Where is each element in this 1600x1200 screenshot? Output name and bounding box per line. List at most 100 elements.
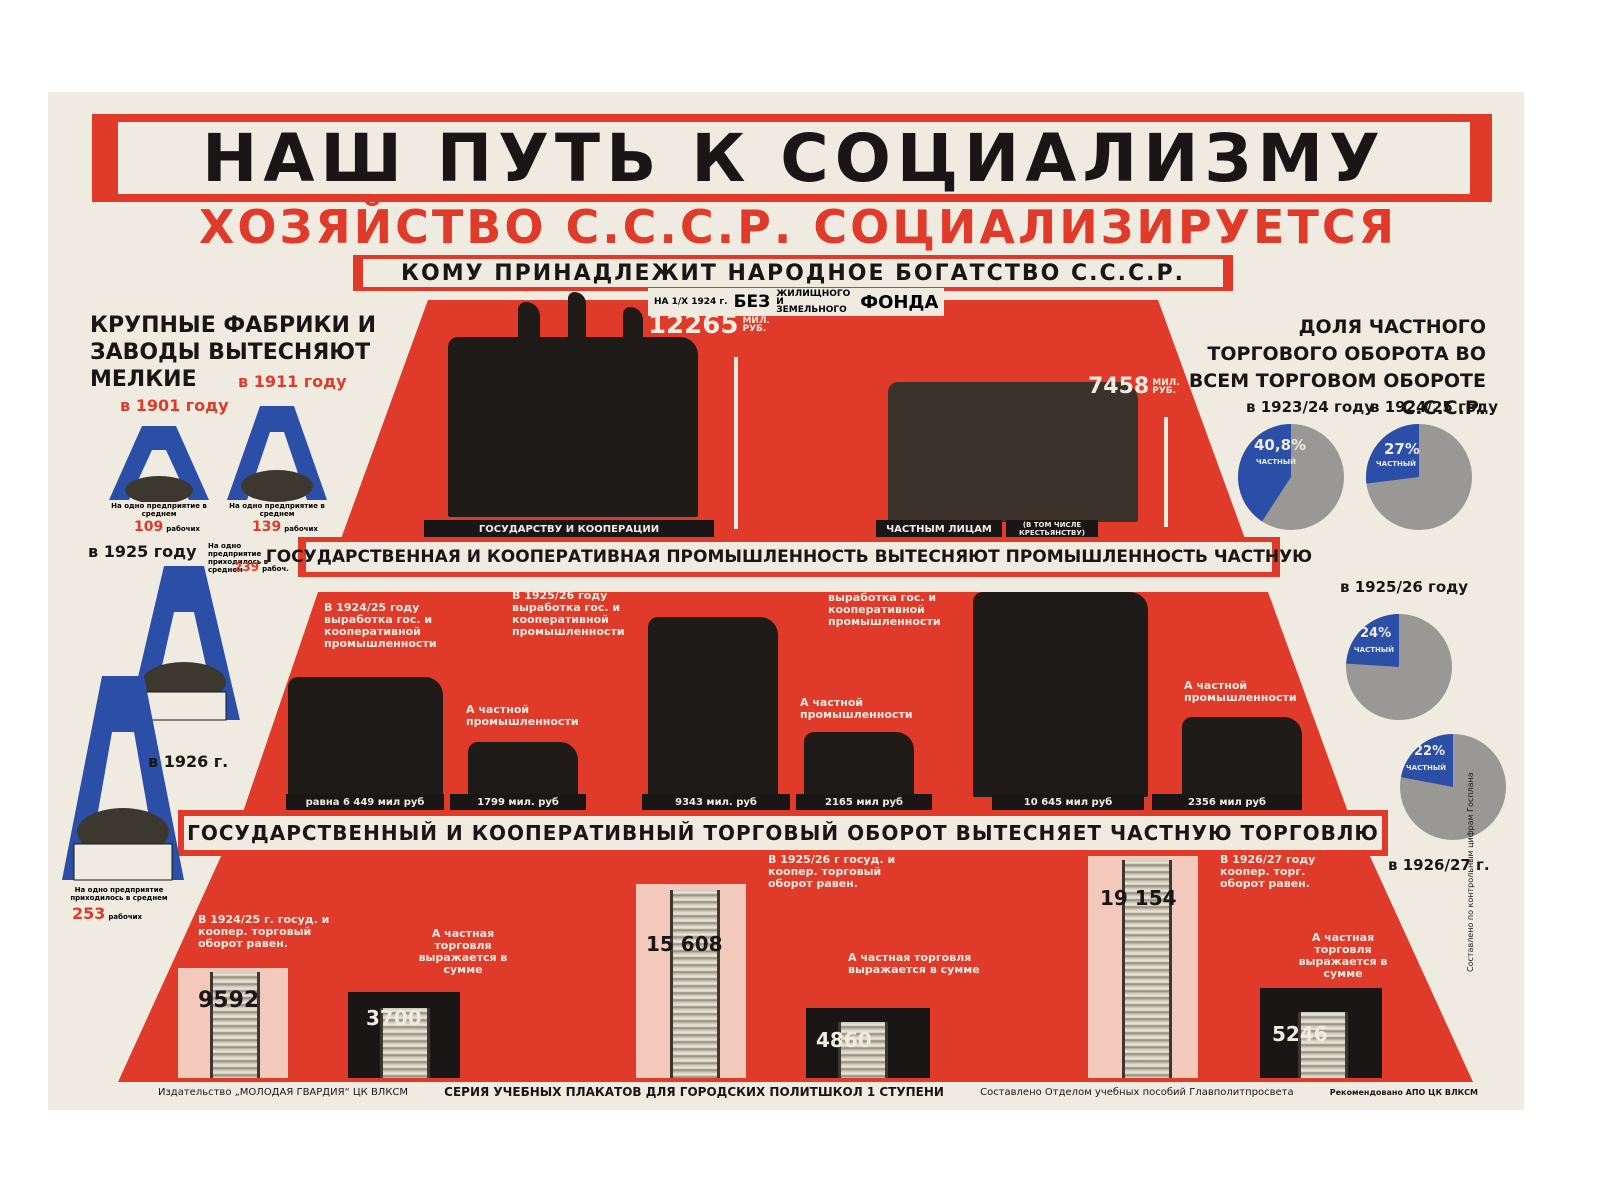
pie-slice-1924: [1366, 424, 1419, 484]
factory-value-row-1901: 109 рабочих: [134, 519, 200, 535]
industry-value-1: равна 6 449 мил руб: [286, 794, 444, 810]
trade-private-caption-3: А частная торговля выражается в сумме: [1298, 931, 1388, 980]
factory-1911-image: [227, 406, 327, 502]
footer-compiled: Составлено Отделом учебных пособий Главп…: [980, 1086, 1294, 1098]
industry-value-2: 1799 мил. руб: [450, 794, 586, 810]
wealth-without: БЕЗ: [733, 292, 771, 312]
trade-value-private-1926: 5246: [1272, 1022, 1328, 1046]
title-panel: НАШ ПУТЬ К СОЦИАЛИЗМУ: [118, 120, 1470, 197]
wealth-date: НА 1/X 1924 г.: [654, 297, 728, 307]
share-value-1925: 24%: [1360, 626, 1392, 641]
chimney-image: [623, 307, 643, 362]
private-wealth-number: 7458: [1088, 374, 1150, 399]
factory-year-1911: в 1911 году: [238, 372, 347, 391]
trade-value-1925: 15 608: [646, 932, 723, 956]
wealth-fund: ФОНДА: [860, 291, 939, 313]
factories-heading: КРУПНЫЕ ФАБРИКИ И ЗАВОДЫ ВЫТЕСНЯЮТ МЕЛКИ…: [90, 313, 376, 392]
industry-private-caption-3: А частной промышленности: [1184, 679, 1297, 704]
factory-unit-1926: рабочих: [108, 913, 143, 921]
trade-value-private-1924: 3700: [366, 1006, 422, 1030]
private-wealth-arrow: [1164, 417, 1168, 527]
factory-year-1901: в 1901 году: [120, 396, 229, 415]
factory-value-row-1911: 139 рабочих: [252, 519, 318, 535]
share-label-1926: ЧАСТНЫЙ: [1406, 764, 1446, 772]
state-factory-image: [448, 337, 698, 517]
factory-value-row-1926: 253 рабочих: [72, 904, 142, 923]
trade-value-1926: 19 154: [1100, 886, 1177, 910]
industry-heading: ГОСУДАРСТВЕННАЯ И КООПЕРАТИВНАЯ ПРОМЫШЛЕ…: [266, 542, 1312, 572]
trade-caption-1926: В 1926/27 году коопер. торг. оборот раве…: [1220, 853, 1316, 890]
private-industry-machines-1924: [468, 742, 578, 797]
pie-slice-1923: [1238, 424, 1291, 522]
footer: Издательство „МОЛОДАЯ ГВАРДИЯ“ ЦК ВЛКСМ …: [158, 1082, 1478, 1102]
private-wealth-note: (В ТОМ ЧИСЛЕ КРЕСТЬЯНСТВУ): [1006, 520, 1098, 538]
share-year-1923: в 1923/24 году: [1246, 398, 1375, 416]
factory-unit-1901: рабочих: [166, 525, 200, 533]
wealth-header: КОМУ ПРИНАДЛЕЖИТ НАРОДНОЕ БОГАТСТВО С.С.…: [363, 259, 1223, 287]
trade-stack-private-1924: [380, 1008, 430, 1078]
trade-caption-1925: В 1925/26 г госуд. и коопер. торговый об…: [768, 853, 896, 890]
poster: НАШ ПУТЬ К СОЦИАЛИЗМУ ХОЗЯЙСТВО С.С.С.Р.…: [48, 92, 1524, 1110]
pie-1926: [1400, 734, 1506, 840]
factory-value-row-1925: 239 рабоч.: [234, 560, 289, 574]
wealth-note: НА 1/X 1924 г. БЕЗ ЖИЛИЩНОГО И ЗЕМЕЛЬНОГ…: [648, 288, 945, 316]
state-wealth-number: 12265: [648, 310, 739, 340]
factory-year-1925: в 1925 году: [88, 542, 197, 561]
factory-value-1926: 253: [72, 904, 106, 923]
factory-note-1925: На одно предприятие приходилось в средне…: [208, 542, 269, 574]
factory-value-1925: 239: [234, 560, 260, 574]
share-value-1924: 27%: [1384, 440, 1420, 458]
pie-slice-1926: [1400, 734, 1453, 787]
private-industry-machines-1926: [1182, 717, 1302, 797]
state-wealth-label: ГОСУДАРСТВУ И КООПЕРАЦИИ: [424, 520, 714, 538]
industry-value-5: 10 645 мил руб: [992, 794, 1144, 810]
subtitle: ХОЗЯЙСТВО С.С.С.Р. СОЦИАЛИЗИРУЕТСЯ: [198, 200, 1398, 254]
trade-heading: ГОСУДАРСТВЕННЫЙ И КООПЕРАТИВНЫЙ ТОРГОВЫЙ…: [184, 816, 1382, 850]
footer-recommended: Рекомендовано АПО ЦК ВЛКСМ: [1329, 1087, 1478, 1097]
chimney-image: [568, 292, 586, 362]
industry-caption-1924: В 1924/25 году выработка гос. и кооперат…: [324, 601, 437, 650]
factory-unit-1925: рабоч.: [262, 565, 289, 573]
trade-stack-1925: [670, 890, 720, 1078]
trade-value-1924: 9592: [198, 988, 260, 1013]
factory-note-1901: На одно предприятие в среднем: [111, 502, 207, 518]
trade-stack-1924: [210, 972, 260, 1078]
footer-series: СЕРИЯ УЧЕБНЫХ ПЛАКАТОВ ДЛЯ ГОРОДСКИХ ПОЛ…: [444, 1085, 944, 1099]
trade-private-caption-2: А частная торговля выражается в сумме: [848, 951, 980, 976]
pie-1925: [1346, 614, 1452, 720]
industry-value-4: 2165 мил руб: [796, 794, 932, 810]
footer-publisher: Издательство „МОЛОДАЯ ГВАРДИЯ“ ЦК ВЛКСМ: [158, 1086, 409, 1098]
industry-value-6: 2356 мил руб: [1152, 794, 1302, 810]
trade-caption-1924: В 1924/25 г. госуд. и коопер. торговый о…: [198, 913, 330, 950]
trade-stack-1926: [1122, 860, 1172, 1078]
state-wealth-value: 12265 МИЛ. РУБ.: [648, 310, 782, 340]
factory-unit-1911: рабочих: [284, 525, 318, 533]
factory-1926-image: [62, 676, 184, 881]
trade-share-heading: ДОЛЯ ЧАСТНОГО ТОРГОВОГО ОБОРОТА ВО ВСЕМ …: [1188, 316, 1486, 419]
wealth-housing: ЖИЛИЩНОГО И ЗЕМЕЛЬНОГО: [776, 289, 851, 315]
share-label-1923: ЧАСТНЫЙ: [1256, 458, 1296, 466]
pie-1924: [1366, 424, 1472, 530]
factory-note-1926: На одно предприятие приходилось в средне…: [70, 886, 168, 902]
industry-caption-1925: В 1925/26 году выработка гос. и кооперат…: [512, 589, 625, 638]
state-industry-machines-1925: [648, 617, 778, 797]
private-wealth-value: 7458 МИЛ. РУБ.: [1088, 374, 1188, 399]
state-wealth-unit: МИЛ. РУБ.: [742, 316, 770, 334]
state-industry-machines-1926: [973, 592, 1148, 797]
industry-private-caption-2: А частной промышленности: [800, 696, 913, 721]
footer-side-note: Составлено по контрольным цифрам Госплан…: [1466, 772, 1475, 972]
private-village-image: [888, 382, 1138, 522]
factory-value-1911: 139: [252, 519, 282, 535]
factory-value-1901: 109: [134, 519, 164, 535]
share-value-1926: 22%: [1414, 744, 1446, 759]
share-value-1923: 40,8%: [1254, 436, 1307, 454]
share-label-1924: ЧАСТНЫЙ: [1376, 460, 1416, 468]
trade-stack-private-1925: [838, 1022, 888, 1078]
private-wealth-label: ЧАСТНЫМ ЛИЦАМ: [876, 520, 1002, 538]
trade-value-private-1925: 4860: [816, 1028, 872, 1052]
share-label-1925: ЧАСТНЫЙ: [1354, 646, 1394, 654]
factory-1925-image: [128, 566, 240, 721]
private-wealth-unit: МИЛ. РУБ.: [1152, 377, 1180, 396]
share-year-1925: в 1925/26 году: [1340, 578, 1469, 596]
share-year-1926: в 1926/27 г.: [1388, 856, 1490, 874]
